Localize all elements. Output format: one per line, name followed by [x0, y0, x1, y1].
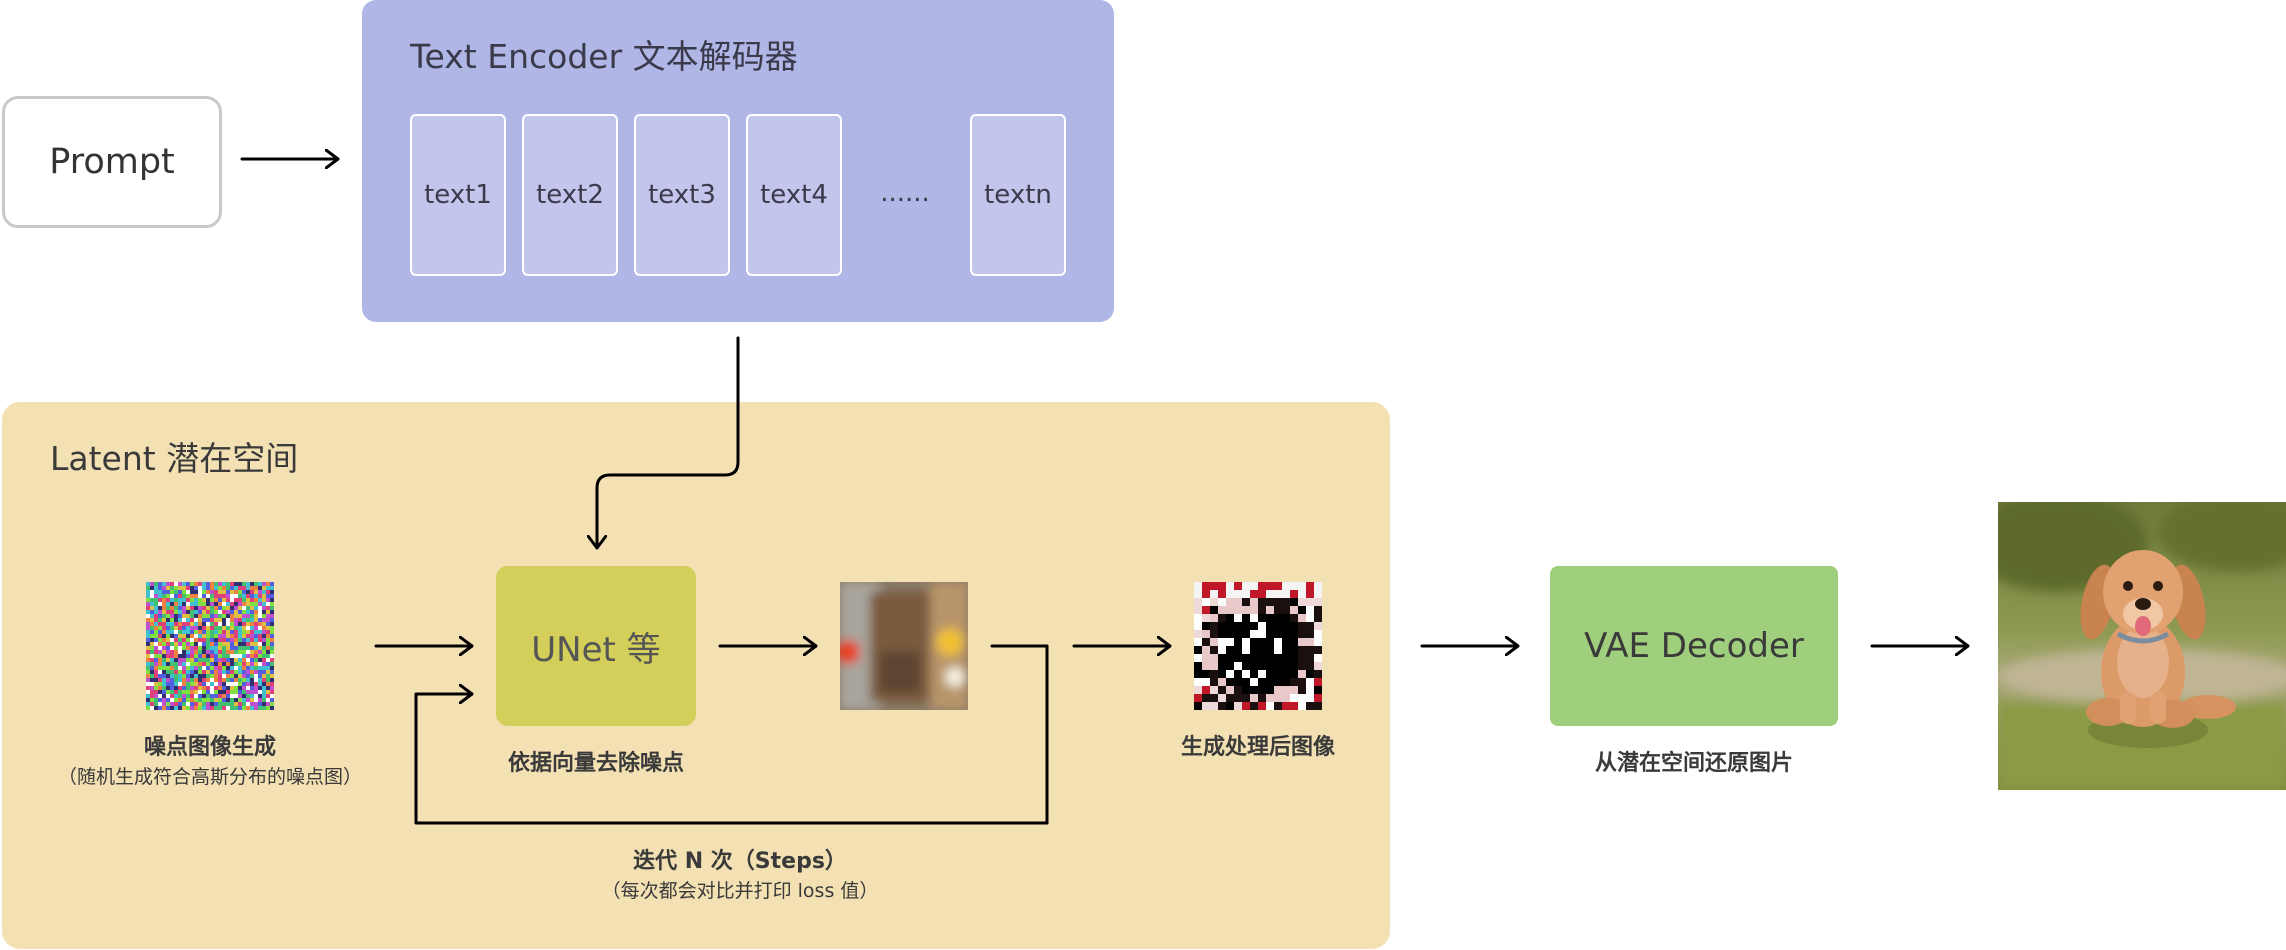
- latent-space-title: Latent 潜在空间: [50, 439, 299, 478]
- token-label: text3: [648, 180, 716, 210]
- vae-caption: 从潜在空间还原图片: [1594, 751, 1793, 776]
- noise-sublabel: （随机生成符合高斯分布的噪点图）: [57, 766, 362, 788]
- token-box: text4: [746, 114, 842, 276]
- token-label: text1: [424, 180, 492, 210]
- token-box: text1: [410, 114, 506, 276]
- processed-label: 生成处理后图像: [1180, 735, 1335, 760]
- unet-label: UNet 等: [531, 629, 661, 670]
- unet-caption: 依据向量去除噪点: [507, 751, 684, 776]
- output-dog-image: [1998, 502, 2286, 790]
- token-box-last: textn: [970, 114, 1066, 276]
- text-encoder-title: Text Encoder 文本解码器: [410, 37, 798, 76]
- loop-sublabel: （每次都会对比并打印 loss 值）: [601, 880, 879, 902]
- vae-label: VAE Decoder: [1584, 626, 1804, 666]
- token-label: text4: [760, 180, 828, 210]
- vae-decoder-box: VAE Decoder: [1550, 566, 1838, 726]
- prompt-label: Prompt: [49, 142, 175, 182]
- token-box: text3: [634, 114, 730, 276]
- token-ellipsis: ......: [880, 178, 930, 208]
- token-box: text2: [522, 114, 618, 276]
- noise-label: 噪点图像生成: [143, 735, 276, 760]
- unet-box: UNet 等: [496, 566, 696, 726]
- token-label: textn: [984, 180, 1052, 210]
- processed-image: [1194, 582, 1322, 710]
- token-label: text2: [536, 180, 604, 210]
- intermediate-image: [840, 582, 968, 710]
- loop-label: 迭代 N 次（Steps）: [633, 849, 847, 874]
- prompt-box: Prompt: [2, 96, 222, 228]
- noise-image: [146, 582, 274, 710]
